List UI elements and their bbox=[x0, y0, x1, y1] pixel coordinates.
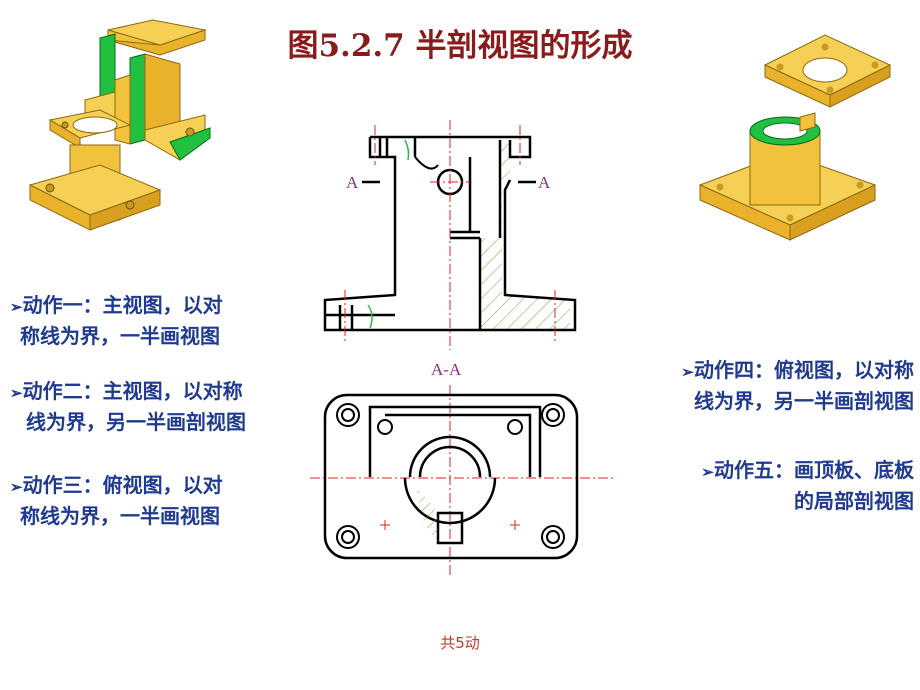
step-2-line-2: 线为界，另一半画剖视图 bbox=[26, 410, 246, 434]
bullet-arrow-icon: ➢ bbox=[10, 478, 23, 496]
step-5-line-2: 的局部剖视图 bbox=[794, 489, 914, 513]
step-1-line-2: 称线为界，一半画视图 bbox=[20, 324, 220, 348]
step-3-line-1: 动作三：俯视图，以对 bbox=[22, 473, 223, 497]
sectioned-part-illustration bbox=[28, 19, 211, 231]
bullet-arrow-icon: ➢ bbox=[681, 363, 694, 381]
step-1-line-1: 动作一：主视图，以对 bbox=[22, 293, 223, 317]
section-label: A-A bbox=[431, 360, 462, 379]
step-4-line-1: 动作四：俯视图，以对称 bbox=[694, 358, 914, 382]
bullet-arrow-icon: ➢ bbox=[10, 298, 23, 316]
bullet-arrow-icon: ➢ bbox=[701, 463, 714, 481]
step-3-text: ➢动作三：俯视图，以对 称线为界，一半画视图 bbox=[10, 471, 223, 531]
slide-footer: 共5动 bbox=[440, 634, 480, 652]
cut-label-left: A bbox=[346, 173, 359, 192]
step-3-line-2: 称线为界，一半画视图 bbox=[20, 504, 220, 528]
slide-title: 图5.2.7 半剖视图的形成 bbox=[287, 28, 633, 64]
bullet-arrow-icon: ➢ bbox=[10, 384, 23, 402]
step-5-line-1: 动作五：画顶板、底板 bbox=[714, 458, 914, 482]
front-half-section-view bbox=[323, 120, 577, 350]
step-4-text: ➢动作四：俯视图，以对称 线为界，另一半画剖视图 bbox=[638, 356, 914, 416]
step-5-text: ➢动作五：画顶板、底板 的局部剖视图 bbox=[660, 456, 914, 516]
step-1-text: ➢动作一：主视图，以对 称线为界，一半画视图 bbox=[10, 291, 223, 351]
step-2-text: ➢动作二：主视图，以对称 线为界，另一半画剖视图 bbox=[10, 377, 246, 437]
step-4-line-2: 线为界，另一半画剖视图 bbox=[694, 389, 914, 413]
step-2-line-1: 动作二：主视图，以对称 bbox=[22, 379, 243, 403]
cut-label-right: A bbox=[538, 173, 551, 192]
top-half-section-view bbox=[310, 385, 615, 575]
top-view-part-illustration bbox=[698, 34, 892, 241]
